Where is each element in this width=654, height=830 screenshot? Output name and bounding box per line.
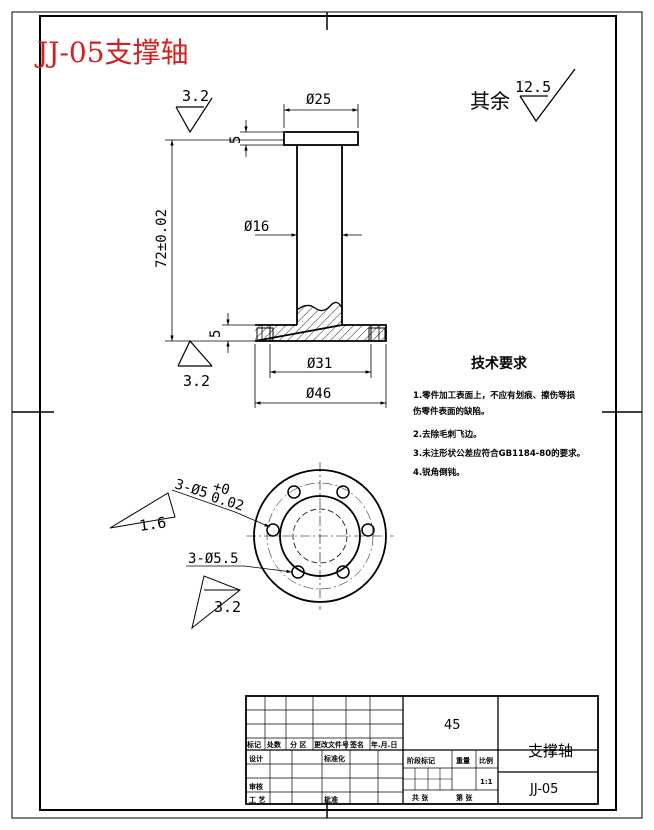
tech-req-heading: 技术要求	[471, 355, 528, 372]
tech-req-line-2: 伤零件表面的缺陷。	[412, 406, 490, 417]
tech-req-line-1: 1.零件加工表面上，不应有划痕、擦伤等损	[413, 390, 576, 401]
roughness-hole-a: 1.6	[138, 513, 167, 535]
tb-label-date: 年.月.日	[371, 740, 397, 749]
front-view	[254, 131, 387, 342]
hole-callout-a: 3-Ø5 +0 0.02 1.6	[109, 477, 271, 535]
tb-label-sign: 签名	[349, 740, 364, 749]
tb-drawing-no: JJ-05	[529, 782, 558, 797]
hole-a-label: 3-Ø5	[173, 477, 210, 502]
tb-part-name: 支撑轴	[528, 742, 573, 760]
technical-requirements: 技术要求 1.零件加工表面上，不应有划痕、擦伤等损 伤零件表面的缺陷。 2.去除…	[412, 355, 585, 478]
sheet-border	[11, 11, 643, 819]
tb-label-process: 工 艺	[249, 795, 265, 804]
tb-label-weight: 重量	[456, 756, 470, 765]
tech-req-line-3: 2.去除毛刺飞边。	[413, 429, 482, 440]
dim-d31: Ø31	[307, 356, 332, 372]
tb-label-mark: 标记	[246, 740, 261, 749]
tb-label-stage: 阶段标记	[407, 756, 435, 765]
default-roughness: 其余 12.5	[470, 68, 576, 123]
tb-label-design: 设计	[249, 754, 263, 763]
dim-bottom-thickness: 5	[208, 330, 224, 338]
tb-scale: 1:1	[480, 778, 493, 786]
hole-b-label: 3-Ø5.5	[188, 551, 239, 567]
roughness-top: 3.2	[175, 87, 213, 134]
title-block: 45 支撑轴 JJ-05 1:1 标记 处数 分 区 更改文件号 签名 年.月.…	[245, 695, 599, 805]
dim-top-thickness: 5	[228, 136, 244, 144]
dim-d46: Ø46	[306, 386, 331, 402]
front-dimensions: Ø25 Ø16 Ø31 Ø46 72±0.02 5 5	[154, 92, 387, 408]
dim-length: 72±0.02	[154, 209, 170, 268]
hole-a-tol-lower: 0.02	[209, 490, 246, 515]
tb-label-review: 审核	[249, 782, 263, 791]
roughness-bottom-value: 3.2	[183, 372, 210, 390]
tb-label-standard: 标准化	[323, 754, 345, 763]
hole-callout-b: 3-Ø5.5 3.2	[186, 551, 293, 630]
hole-a-tol-upper: +0	[211, 479, 232, 499]
tb-material: 45	[444, 718, 461, 733]
default-roughness-label: 其余	[470, 89, 510, 113]
tech-req-line-4: 3.未注形状公差应符合GB1184-80的要求。	[413, 448, 585, 459]
tb-label-count: 处数	[266, 740, 282, 749]
dim-d25: Ø25	[306, 92, 331, 108]
drawing-title: JJ-05支撑轴	[34, 36, 189, 69]
roughness-bottom: 3.2	[177, 339, 213, 390]
tb-label-approve: 批准	[324, 795, 338, 804]
top-view	[246, 462, 394, 610]
tb-label-ratio: 比例	[479, 756, 493, 765]
tech-req-line-5: 4.锐角倒钝。	[413, 467, 465, 478]
roughness-hole-b: 3.2	[214, 598, 241, 616]
default-roughness-value: 12.5	[515, 78, 551, 96]
tb-label-change-doc: 更改文件号	[314, 740, 349, 749]
tb-label-zone: 分 区	[290, 740, 306, 749]
tb-label-sheets-total: 共 张	[412, 793, 429, 802]
roughness-top-value: 3.2	[182, 87, 209, 105]
dim-d16: Ø16	[244, 219, 269, 235]
tb-label-sheet-no: 第 张	[456, 793, 473, 802]
